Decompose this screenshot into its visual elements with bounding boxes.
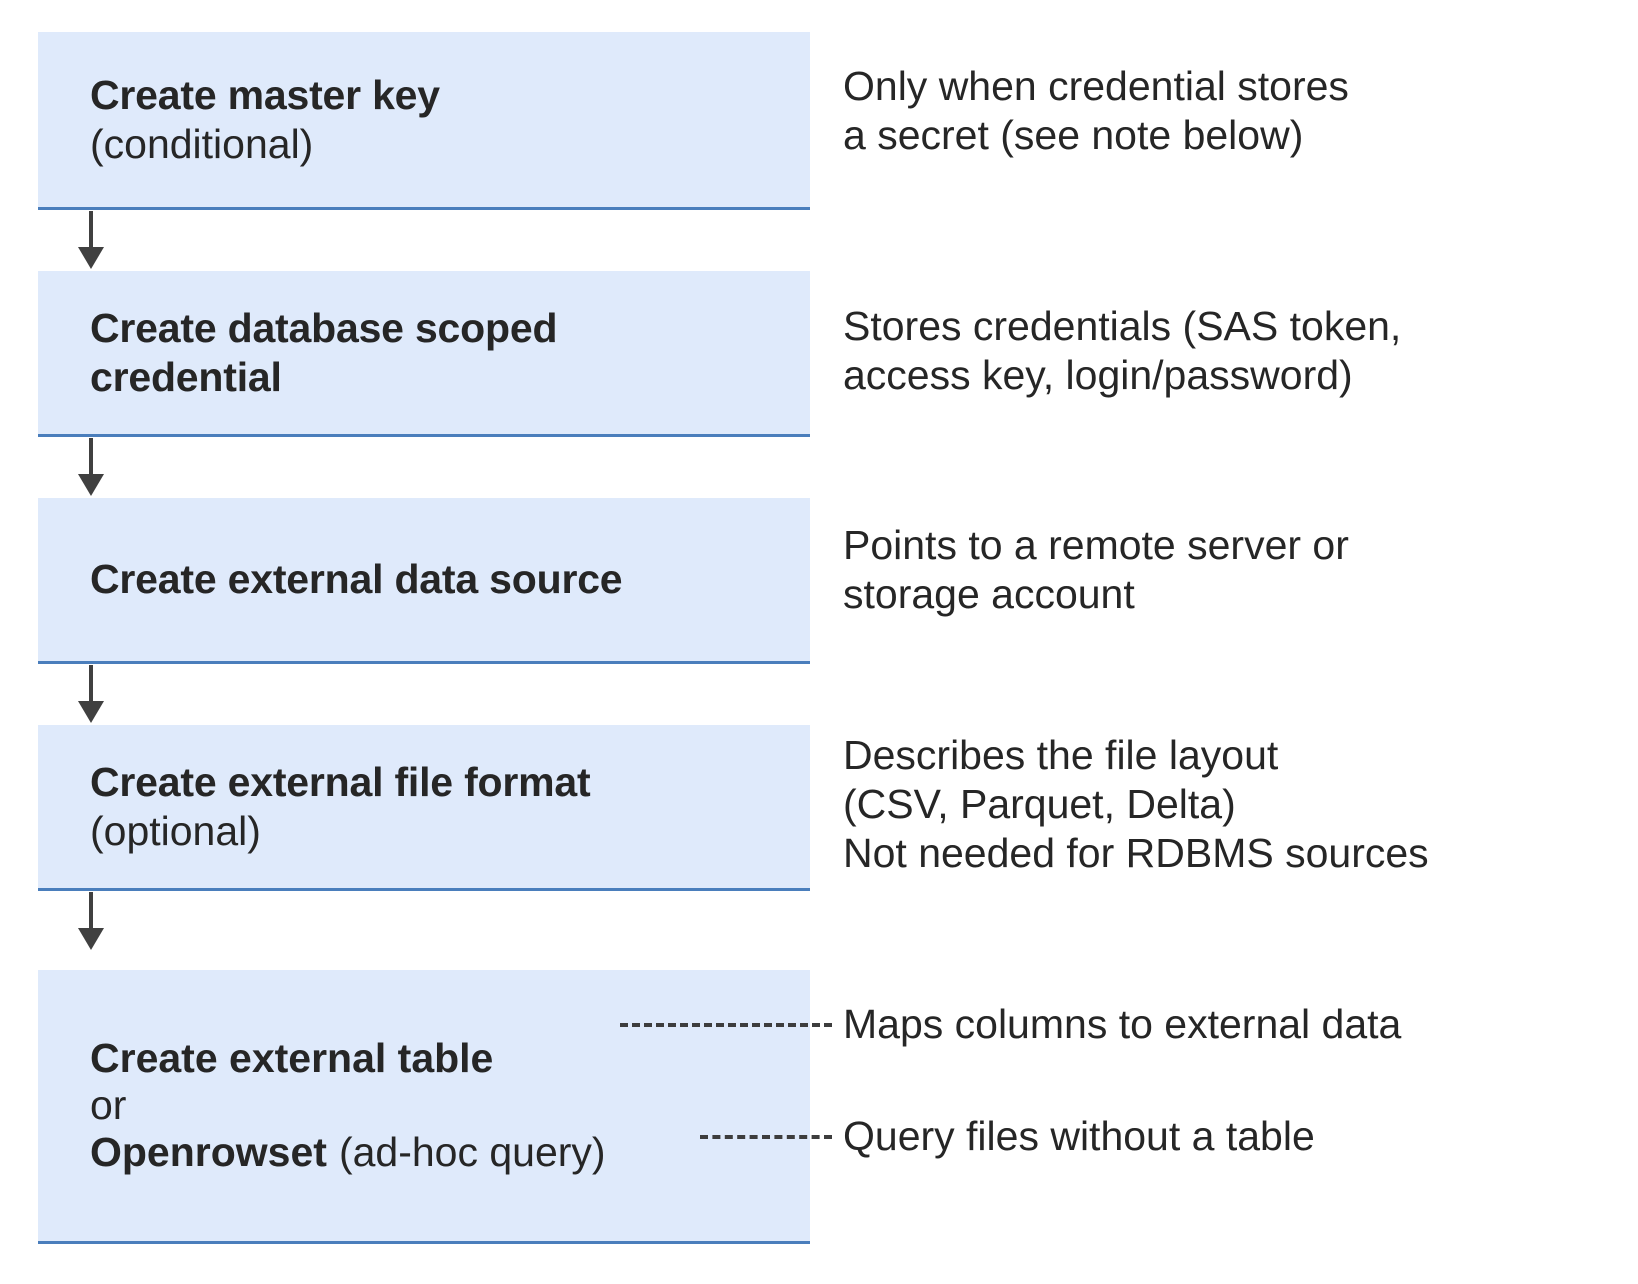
flow-step-4-content: Create external file format (optional) <box>38 758 810 855</box>
arrow-down-icon-3 <box>78 665 104 723</box>
flow-step-2-title: Create database scoped credential <box>90 305 558 400</box>
flow-step-5-content: Create external table or Openrowset (ad-… <box>38 1035 810 1176</box>
flow-step-create-external-data-source[interactable]: Create external data source <box>38 498 810 664</box>
option-create-external-table-label: Create external table <box>90 1035 494 1081</box>
arrow-down-icon-2 <box>78 438 104 496</box>
flow-step-3-title: Create external data source <box>90 556 623 603</box>
flow-step-1-title: Create master key <box>90 72 440 119</box>
flow-step-1-content: Create master key (conditional) <box>38 71 810 168</box>
arrow-down-icon-4 <box>78 892 104 950</box>
flow-step-2-content: Create database scoped credential <box>38 304 810 401</box>
arrow-down-icon-1 <box>78 211 104 269</box>
flow-step-3-description: Points to a remote server or storage acc… <box>843 522 1349 618</box>
flow-step-create-master-key[interactable]: Create master key (conditional) <box>38 32 810 210</box>
dashed-connector-external-table <box>620 1023 832 1027</box>
flow-step-create-database-scoped-credential[interactable]: Create database scoped credential <box>38 271 810 437</box>
flow-step-4-title: Create external file format <box>90 759 591 806</box>
final-description-external-table: Maps columns to external data <box>843 1001 1402 1047</box>
dashed-connector-openrowset <box>700 1135 832 1139</box>
final-description-openrowset: Query files without a table <box>843 1113 1315 1159</box>
option-separator-or: or <box>90 1082 127 1128</box>
option-openrowset-qualifier: (ad-hoc query) <box>338 1129 606 1175</box>
option-openrowset-label: Openrowset <box>90 1129 327 1175</box>
flow-step-4-description: Describes the file layout (CSV, Parquet,… <box>843 732 1429 877</box>
flow-step-1-description: Only when credential stores a secret (se… <box>843 63 1349 159</box>
flow-step-2-description: Stores credentials (SAS token, access ke… <box>843 303 1402 399</box>
flow-step-1-subtitle: (conditional) <box>90 120 314 167</box>
flow-step-4-subtitle: (optional) <box>90 807 261 854</box>
option-openrowset-row: Openrowset (ad-hoc query) <box>90 1129 800 1176</box>
flow-step-3-content: Create external data source <box>38 555 810 603</box>
flow-step-create-external-file-format[interactable]: Create external file format (optional) <box>38 725 810 891</box>
flow-step-create-external-table-or-openrowset[interactable]: Create external table or Openrowset (ad-… <box>38 970 810 1244</box>
